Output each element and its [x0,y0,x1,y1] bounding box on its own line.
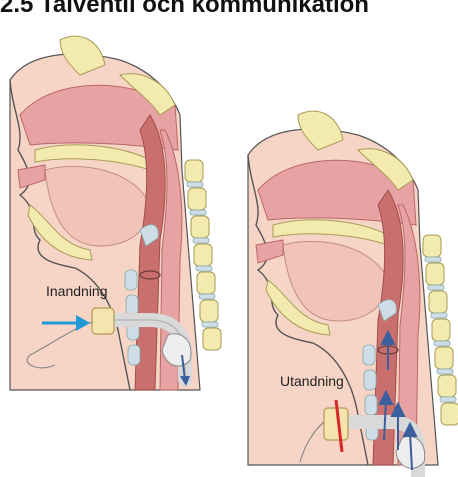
exhalation-figure: Utandning [248,111,458,476]
speaking-valve [92,308,114,334]
exhalation-label: Utandning [280,373,344,389]
inhalation-label: Inandning [46,283,108,299]
inhalation-figure: Inandning [10,36,221,390]
